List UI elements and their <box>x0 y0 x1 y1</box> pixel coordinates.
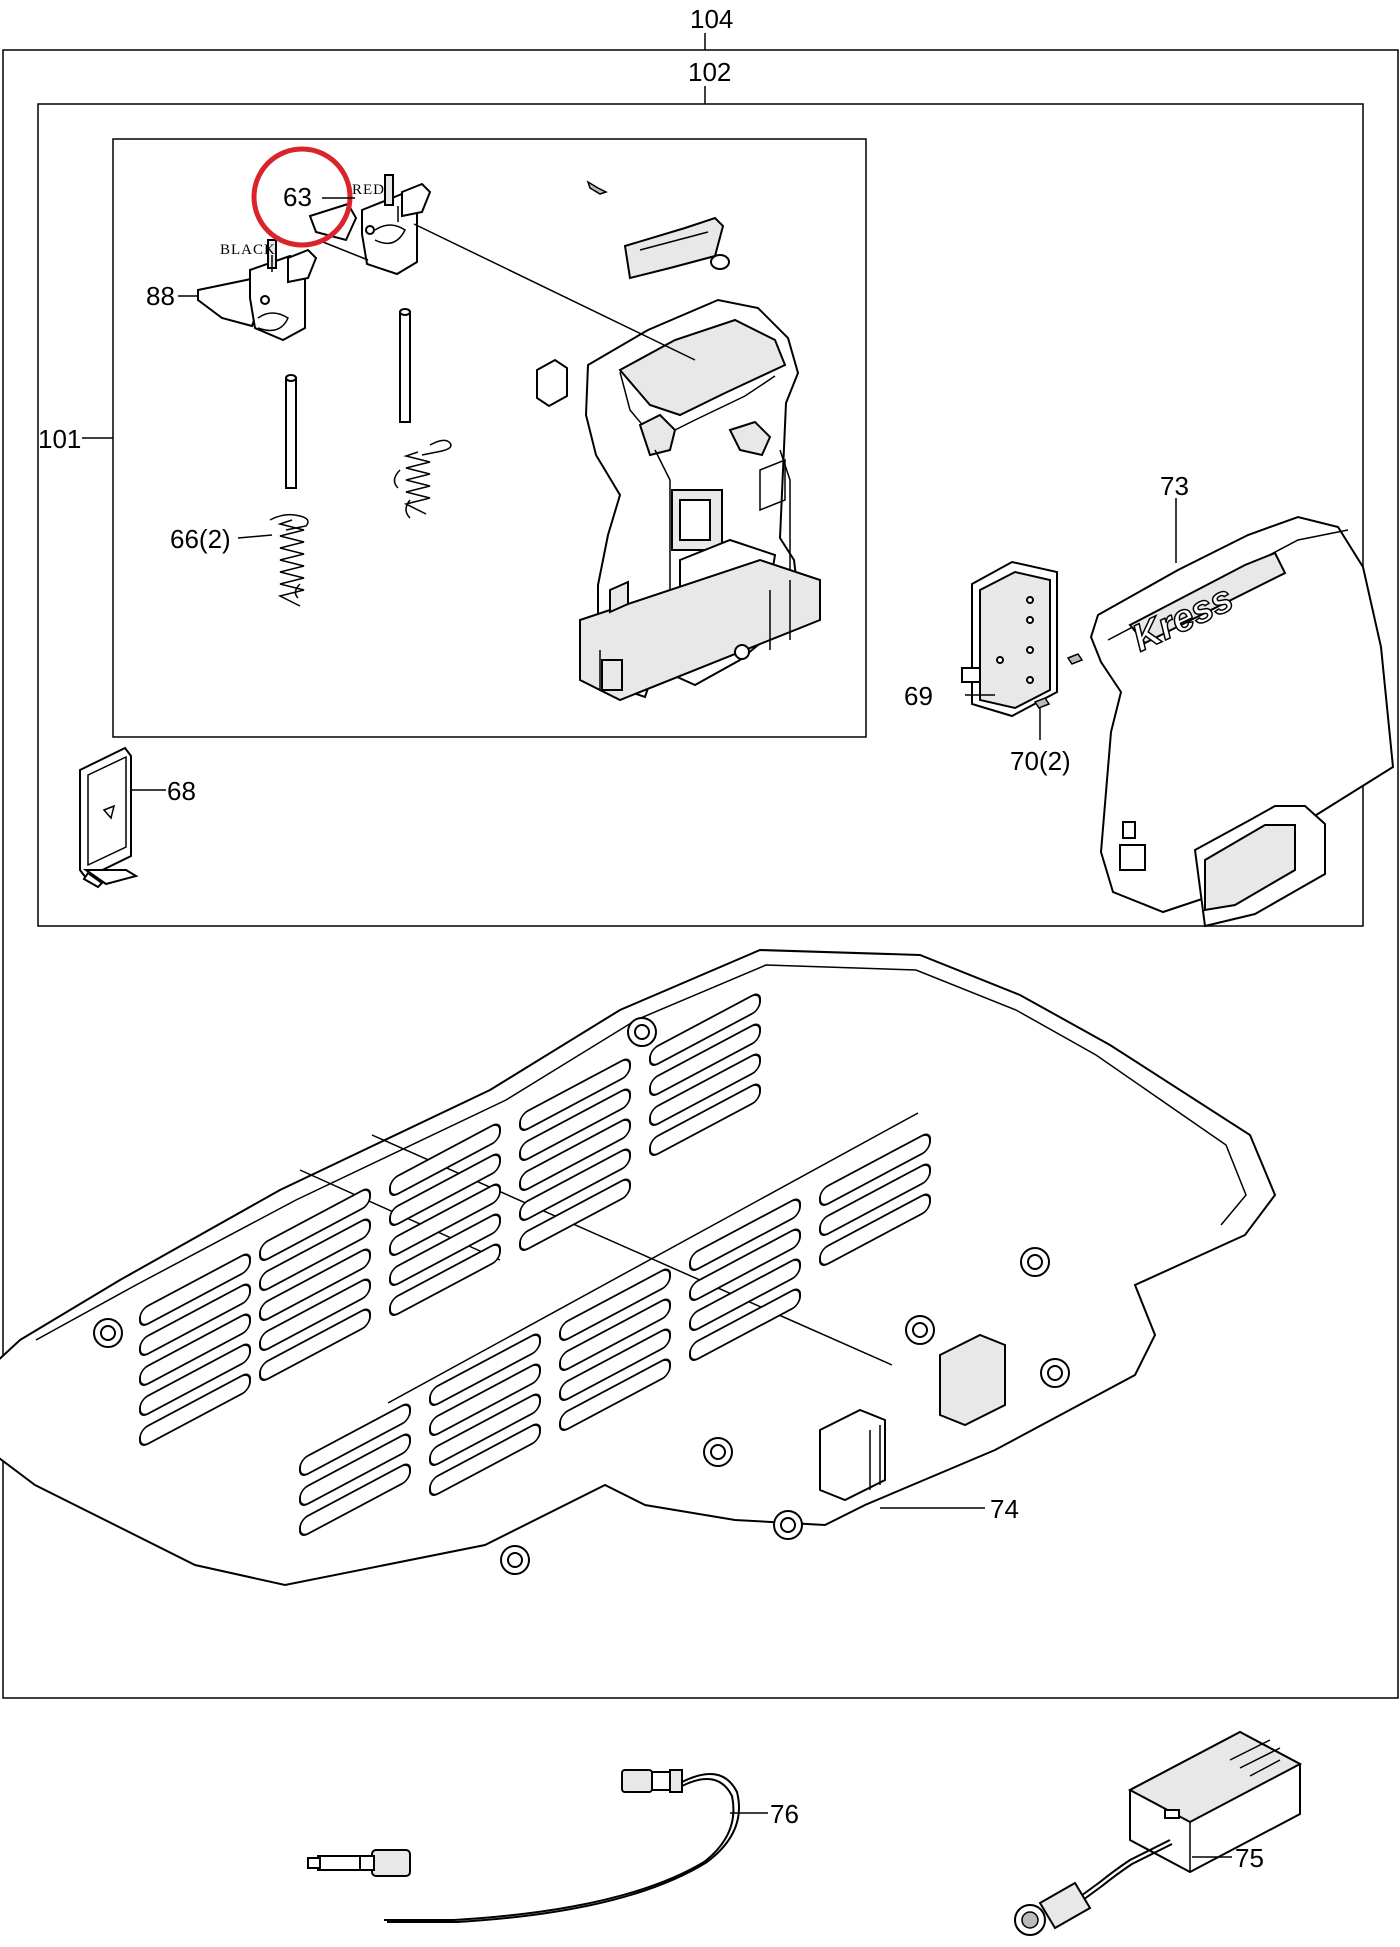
label-63: 63 <box>283 182 312 212</box>
label-73: 73 <box>1160 471 1189 501</box>
contact-part-88 <box>197 239 318 342</box>
part-labels: 104 102 101 63 88 66(2) 68 73 69 70(2) 7… <box>38 4 1264 1873</box>
base-plate-part-74 <box>0 948 1277 1587</box>
frame-102 <box>37 103 1364 927</box>
highlight-circle <box>251 146 353 248</box>
label-66: 66(2) <box>170 524 231 554</box>
label-101: 101 <box>38 424 81 454</box>
cover-part-68 <box>79 746 166 889</box>
charging-station-housing <box>536 180 821 702</box>
assembly-frames <box>2 33 1399 1699</box>
spring-part-66 <box>269 439 452 607</box>
label-88: 88 <box>146 281 175 311</box>
guide-rods <box>285 308 411 489</box>
label-76: 76 <box>770 1799 799 1829</box>
label-104: 104 <box>690 4 733 34</box>
pcb-part-69 <box>961 560 1084 740</box>
contact-part-63 <box>308 174 696 361</box>
label-68: 68 <box>167 776 196 806</box>
cable-part-76 <box>307 1769 768 1923</box>
frame-104 <box>2 49 1399 1699</box>
base-mounting-holes <box>93 1017 1070 1575</box>
wire-label-red: RED <box>352 182 385 198</box>
top-cover-part-73: Kress <box>1089 498 1395 928</box>
label-74: 74 <box>990 1494 1019 1524</box>
power-supply-part-75 <box>1014 1730 1303 1936</box>
wire-label-black: BLACK <box>220 242 276 258</box>
label-69: 69 <box>904 681 933 711</box>
label-70: 70(2) <box>1010 746 1071 776</box>
label-75: 75 <box>1235 1843 1264 1873</box>
base-slot-grid <box>139 993 931 1536</box>
label-102: 102 <box>688 57 731 87</box>
